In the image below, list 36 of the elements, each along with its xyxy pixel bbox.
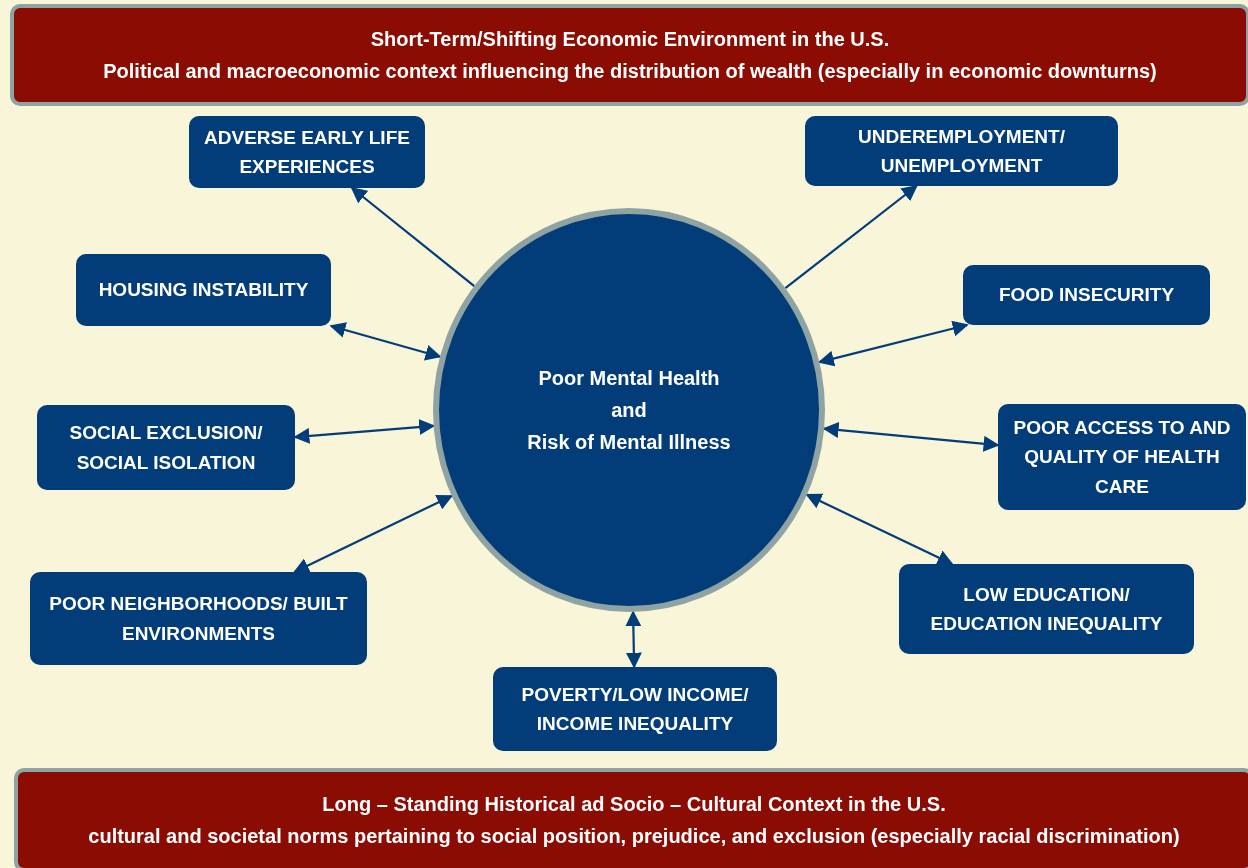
arrow	[625, 610, 642, 669]
banner-text: cultural and societal norms pertaining to social position, prejudice, and exclusion (especially racial discrimination)	[88, 824, 1180, 849]
factor-label: UNDEREMPLOYMENT/ UNEMPLOYMENT	[857, 124, 1066, 178]
arrow	[784, 185, 918, 290]
factor-label: FOOD INSECURITY	[998, 283, 1175, 308]
factor-box	[189, 116, 425, 188]
factor-label: POOR NEIGHBORHOODS/ BUILT ENVIRONMENTS	[48, 592, 349, 646]
center-text: Risk of Mental Illness	[527, 430, 731, 455]
context-banner	[14, 768, 1248, 868]
factor-label: LOW EDUCATION/ EDUCATION INEQUALITY	[929, 582, 1164, 636]
factor-box	[805, 116, 1118, 186]
arrow	[329, 322, 442, 361]
factor-box	[963, 265, 1210, 325]
banner-heading: Long – Standing Historical ad Socio – Cultural Context in the U.S.	[322, 792, 946, 817]
factor-label: POOR ACCESS TO AND QUALITY OF HEALTH CARE	[1012, 415, 1232, 499]
factor-box	[493, 667, 777, 751]
factor-label: POVERTY/LOW INCOME/ INCOME INEQUALITY	[520, 682, 750, 736]
factor-label: HOUSING INSTABILITY	[98, 278, 309, 303]
factor-box	[37, 405, 295, 490]
arrow	[805, 493, 954, 566]
context-banner	[10, 4, 1248, 106]
center-text: and	[611, 398, 647, 423]
arrow	[822, 422, 1000, 452]
arrow	[817, 320, 969, 367]
arrow	[350, 187, 475, 287]
banner-text: Political and macroeconomic context influencing the distribution of wealth (especially in economic downturns)	[103, 59, 1157, 84]
arrow	[293, 494, 454, 573]
factor-box	[998, 404, 1246, 510]
arrow	[293, 419, 436, 444]
factor-box	[899, 564, 1194, 654]
factor-box	[76, 254, 331, 326]
factor-label: SOCIAL EXCLUSION/ SOCIAL ISOLATION	[68, 421, 264, 475]
factor-label: ADVERSE EARLY LIFE EXPERIENCES	[203, 125, 411, 179]
center-text: Poor Mental Health	[538, 366, 720, 391]
banner-heading: Short-Term/Shifting Economic Environment in the U.S.	[370, 27, 890, 52]
factor-box	[30, 572, 367, 665]
